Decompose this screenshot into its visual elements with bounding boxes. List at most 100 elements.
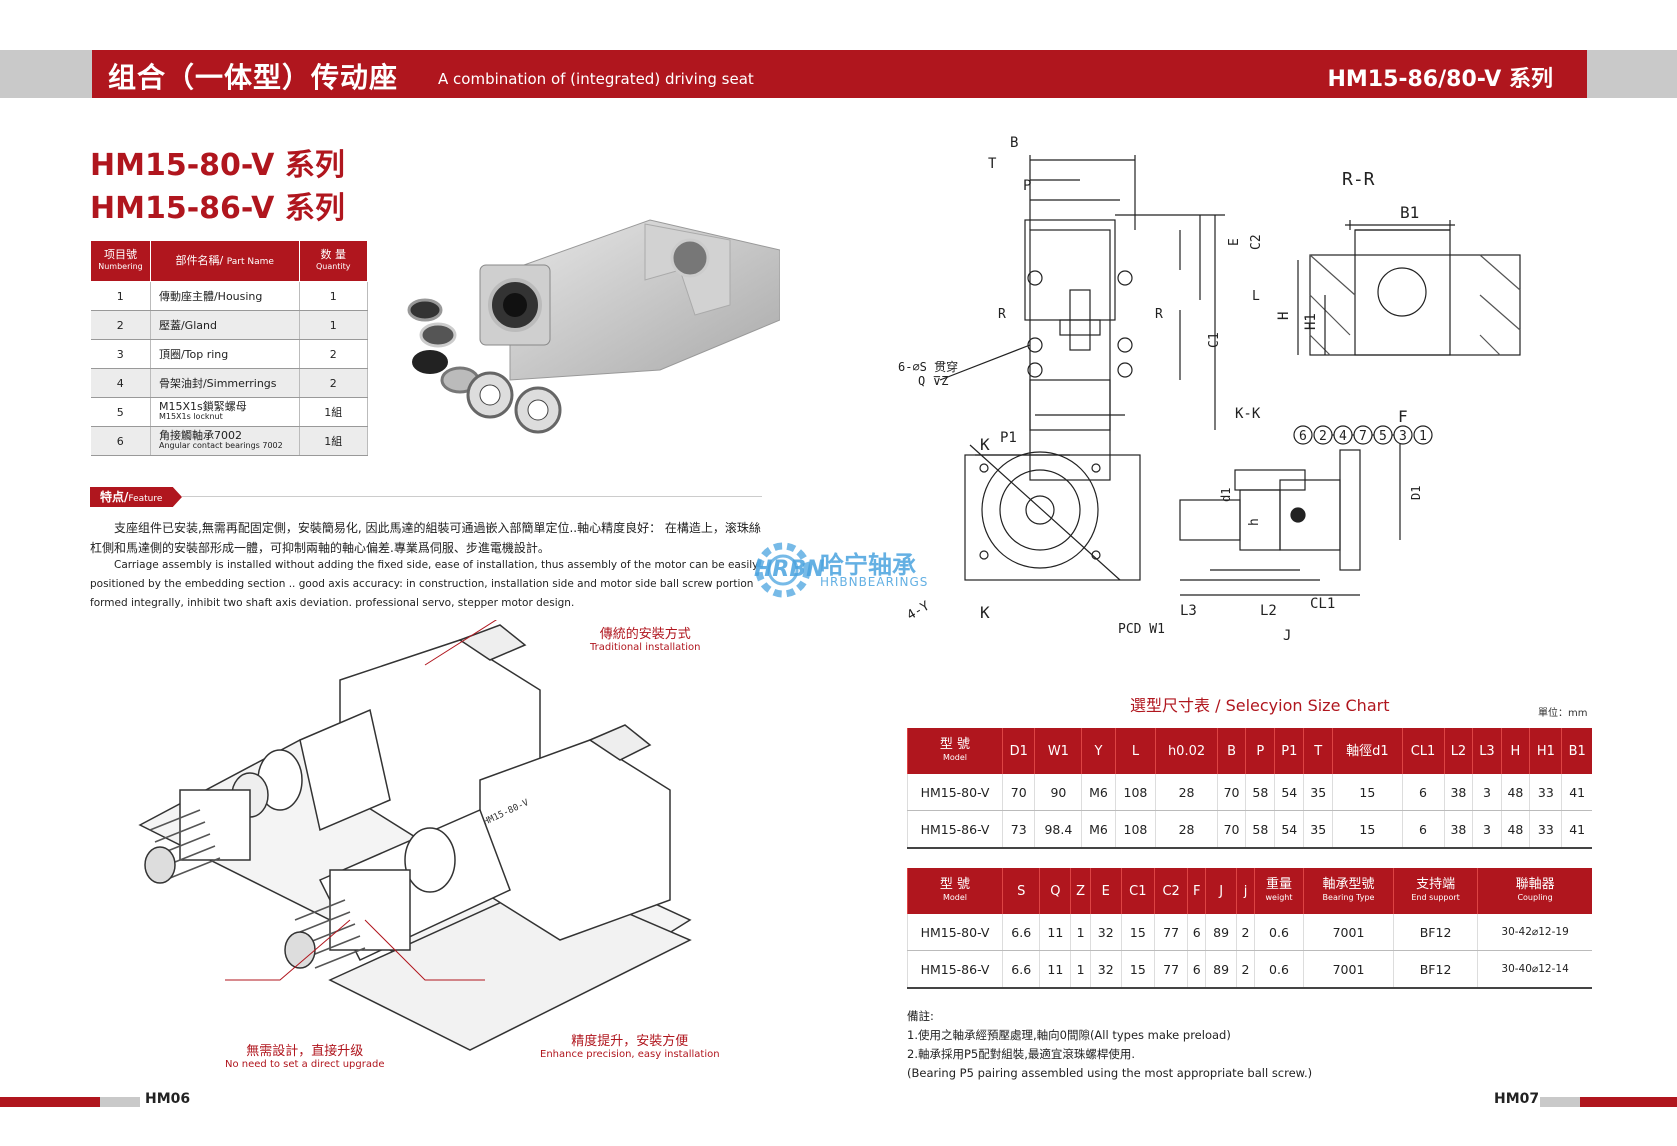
col-8: T (1303, 728, 1333, 774)
dim-CL1: CL1 (1310, 596, 1335, 612)
product-photo (407, 219, 780, 434)
gear-icon (755, 542, 811, 598)
note-item: (Bearing P5 pairing assembled using the … (907, 1066, 1313, 1080)
table-cell: 70 (1216, 774, 1246, 811)
table-cell: 11 (1039, 914, 1071, 951)
table-cell: 6 (1401, 774, 1445, 811)
callout-number: 7 (1359, 429, 1367, 444)
table-cell: 38 (1443, 810, 1473, 849)
col-1: W1 (1034, 728, 1082, 774)
table-cell: 77 (1153, 950, 1188, 989)
callout-circle (1313, 425, 1333, 445)
col-part-name: 部件名稱/ Part Name (149, 240, 300, 282)
table-cell: 30-40⌀12-14 (1477, 950, 1592, 989)
cell-name: 頂圈/Top ring (150, 339, 300, 369)
table-cell: 15 (1120, 950, 1155, 989)
col-6: F (1187, 868, 1206, 914)
col-9: 軸徑d1 (1332, 728, 1403, 774)
callout-number: 2 (1319, 429, 1327, 444)
table-cell: BF12 (1392, 914, 1478, 951)
callout-circle (1333, 425, 1353, 445)
dim-J: J (1283, 628, 1291, 644)
table-cell: 89 (1205, 950, 1237, 989)
cell-model: HM15-86-V (907, 950, 1003, 989)
section-kk (1179, 430, 1401, 596)
table-cell: 15 (1120, 914, 1155, 951)
col-1: Q (1039, 868, 1071, 914)
table-cell: 6 (1187, 950, 1206, 989)
table-cell: 89 (1205, 914, 1237, 951)
table-cell: 33 (1529, 774, 1562, 811)
table-cell: M6 (1081, 810, 1116, 849)
col-10: CL1 (1401, 728, 1445, 774)
table-cell: 32 (1089, 950, 1122, 989)
col-13: H (1500, 728, 1530, 774)
table-cell: 33 (1529, 810, 1562, 849)
table-cell: 58 (1245, 774, 1275, 811)
hole-spec: 6-⌀S 贯穿 (898, 359, 958, 374)
cell-no: 5 (90, 397, 151, 427)
footer-band-right (1580, 1097, 1677, 1107)
series-heading-80: HM15-80-V 系列 (90, 148, 345, 183)
footer-gray-left (100, 1097, 140, 1107)
table-cell: 30-42⌀12-19 (1477, 914, 1592, 951)
front-view (939, 155, 1225, 481)
section-R-left: R (998, 307, 1006, 322)
table-cell: 7001 (1303, 950, 1394, 989)
page-subtitle: A combination of (integrated) driving se… (438, 70, 754, 88)
table-cell: 3 (1472, 774, 1502, 811)
dim-L3: L3 (1180, 603, 1197, 619)
dim-P1: P1 (1000, 430, 1017, 446)
installation-illustration: HM15-80-V (138, 620, 692, 1051)
cell-no: 1 (90, 281, 151, 311)
section-kk-label: K-K (1235, 406, 1261, 422)
label-traditional: 傳統的安裝方式 Traditional installation (590, 627, 701, 653)
end-view (964, 444, 1141, 581)
callout-circle (1393, 425, 1413, 445)
cell-no: 4 (90, 368, 151, 398)
col-6: P (1245, 728, 1275, 774)
table-cell: 54 (1274, 810, 1304, 849)
dim-F: F (1398, 407, 1408, 426)
col-4: h0.02 (1155, 728, 1218, 774)
col-7: P1 (1274, 728, 1304, 774)
table-cell: 6.6 (1001, 950, 1040, 989)
label-direct-upgrade: 無需設計，直接升级 No need to set a direct upgrad… (225, 1044, 385, 1070)
note-item: 1.使用之軸承經預壓處理,軸向0間隙(All types make preloa… (907, 1028, 1231, 1042)
col-8: j (1236, 868, 1255, 914)
table-cell: 0.6 (1253, 950, 1304, 989)
section-K-bottom: K (980, 603, 990, 622)
dim-L: L (1252, 289, 1260, 304)
col-4: C1 (1120, 868, 1155, 914)
cell-model: HM15-80-V (907, 774, 1003, 811)
dim-E: E (1227, 238, 1242, 246)
size-chart-title: 選型尺寸表 / Selecyion Size Chart (1130, 696, 1390, 715)
table-cell: 1 (1070, 914, 1091, 951)
table-cell: 38 (1443, 774, 1473, 811)
pcd-spec: PCD W1 (1118, 622, 1165, 637)
section-R-right: R (1155, 307, 1163, 322)
table-cell: 6.6 (1001, 914, 1040, 951)
section-K-top: K (980, 435, 990, 454)
col-5: C2 (1153, 868, 1188, 914)
page-number-right: HM07 (1494, 1091, 1540, 1107)
note-item: 2.軸承採用P5配對組裝,最適宜滾珠螺桿使用. (907, 1047, 1136, 1061)
hole-depth: Q ⊽Z (918, 374, 948, 388)
callout-number: 5 (1379, 429, 1387, 444)
callout-number: 1 (1419, 429, 1427, 444)
table-cell: 108 (1114, 810, 1156, 849)
